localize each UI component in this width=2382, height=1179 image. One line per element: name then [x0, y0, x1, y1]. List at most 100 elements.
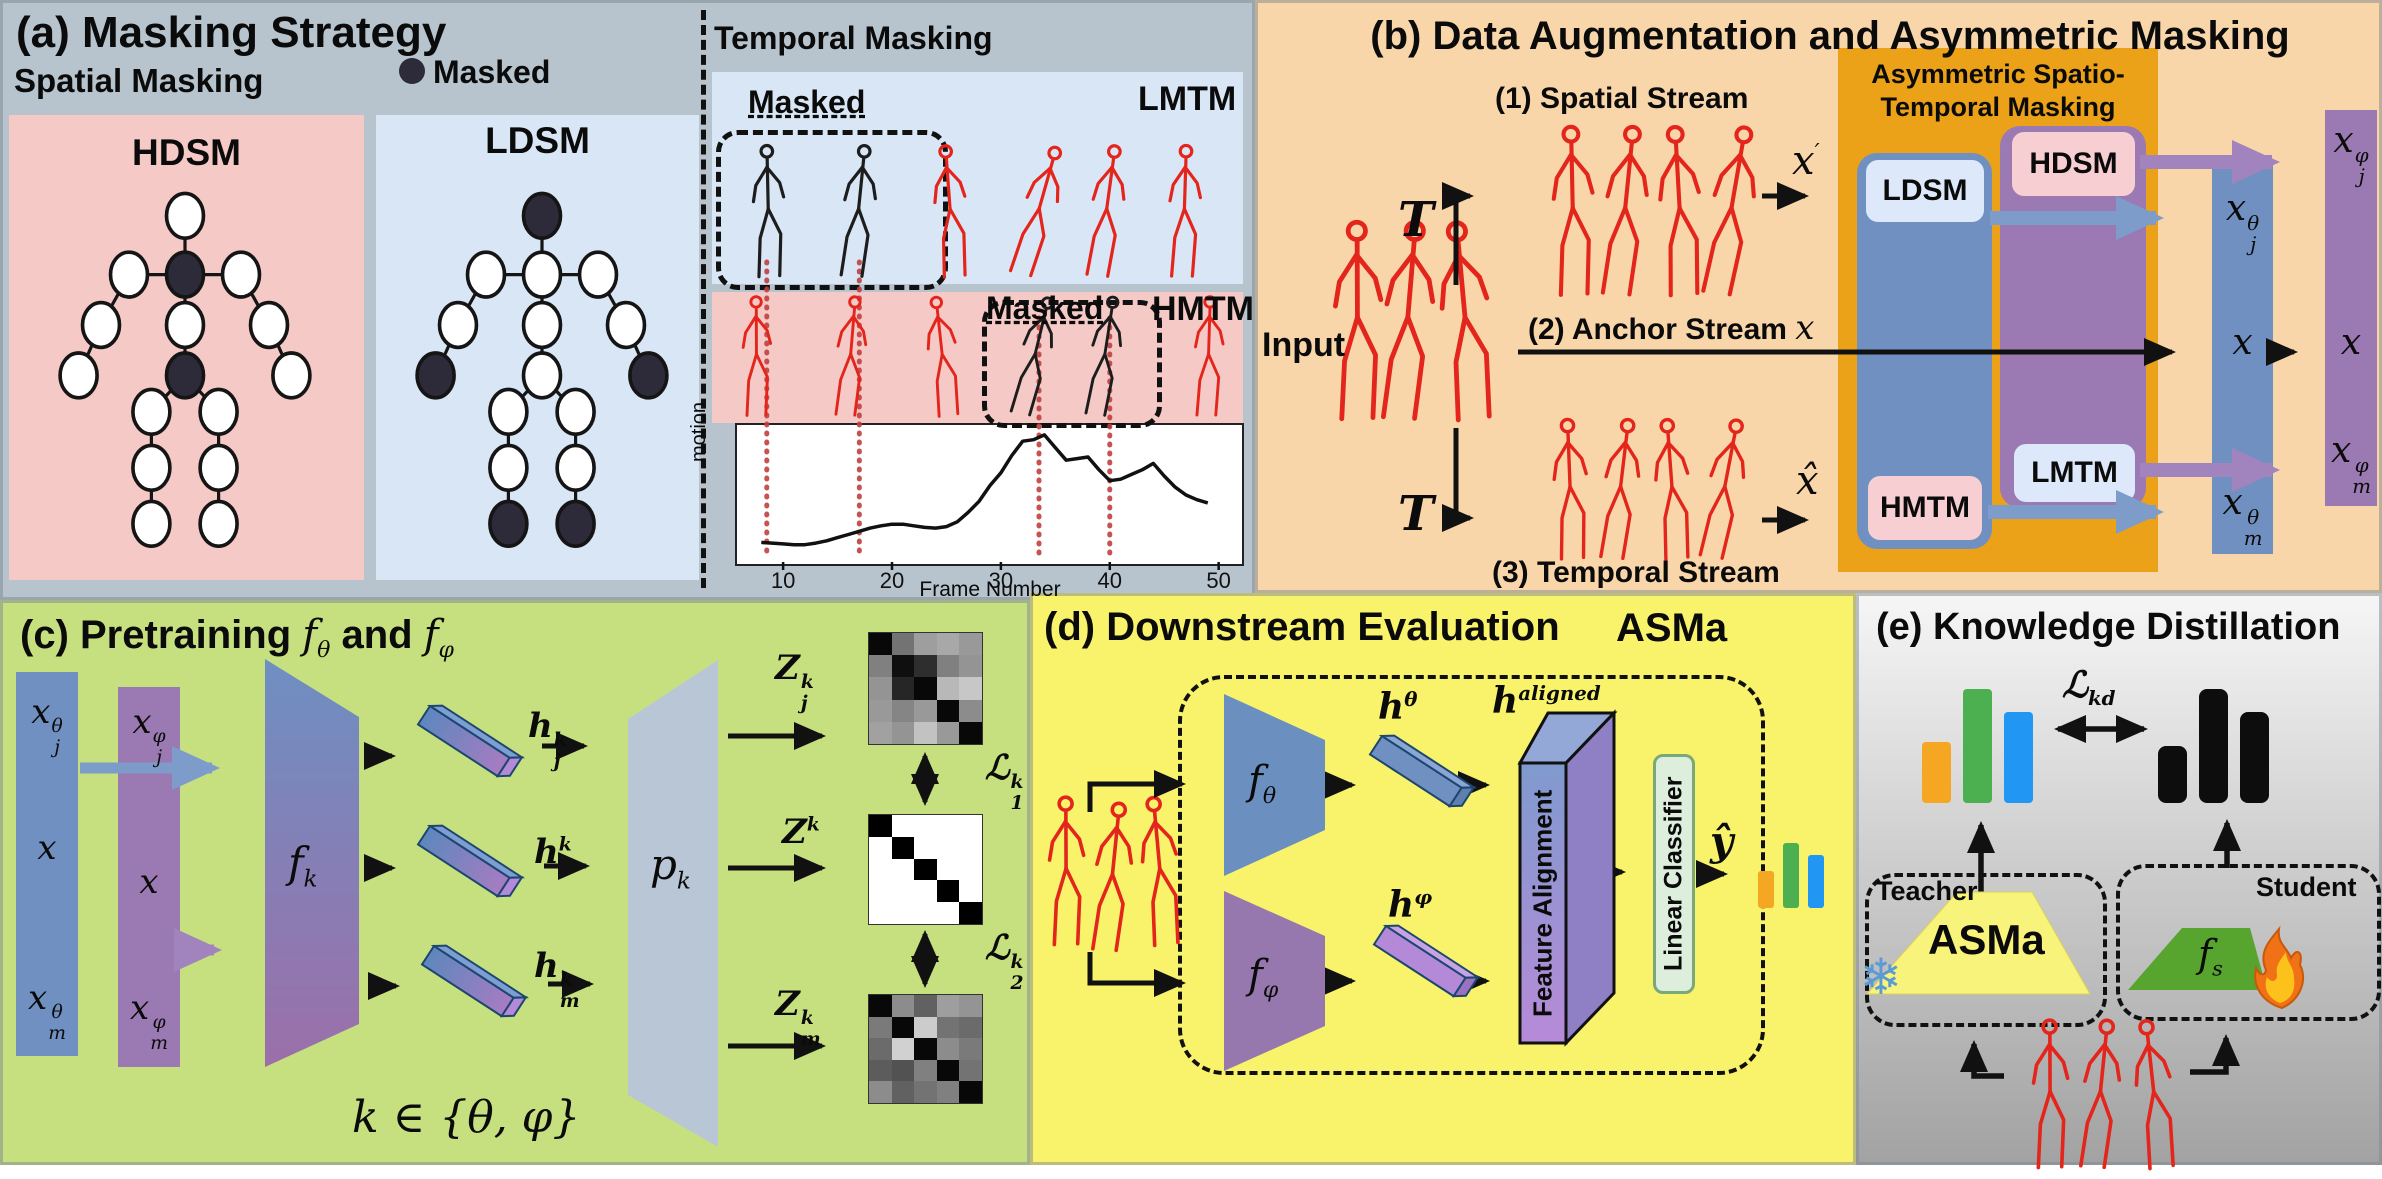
lmtm-strip: [712, 72, 1243, 284]
matrix-cell: [891, 633, 915, 656]
motion-plot-area: [735, 423, 1244, 566]
logit-bar: [2004, 712, 2033, 803]
matrix-cell: [869, 1081, 892, 1103]
matrix-cell: [914, 902, 937, 924]
matrix-cell: [891, 858, 915, 881]
matrix-cell: [869, 721, 892, 744]
panel-e-title: (e) Knowledge Distillation: [1876, 606, 2341, 648]
matrix-cell: [959, 655, 982, 678]
fk-label: fk: [288, 838, 318, 893]
panel-b-title: (b) Data Augmentation and Asymmetric Mas…: [1370, 14, 2290, 58]
matrix-cell: [936, 1016, 960, 1039]
motion-plot-ylabel: motion: [688, 401, 710, 462]
asma-teacher-label: ASMa: [1928, 916, 2045, 963]
matrix-cell: [959, 880, 982, 903]
panel-masking-strategy: (a) Masking Strategy Spatial Masking Mas…: [0, 0, 1255, 600]
matrix-cell: [914, 721, 937, 744]
fs-label: fs: [2198, 932, 2223, 981]
matrix-cell: [936, 1038, 960, 1060]
matrix-cell: [936, 995, 960, 1017]
input-label: Input: [1262, 326, 1346, 364]
stream3-label: (3) Temporal Stream: [1492, 556, 1780, 589]
matrix-cell: [869, 1059, 892, 1082]
matrix-cell: [891, 1038, 915, 1060]
logit-bar: [1808, 855, 1824, 908]
teacher-logit-bars: [1922, 685, 2033, 803]
student-logit-bars: [2158, 685, 2269, 803]
hdsm-label: HDSM: [132, 132, 241, 173]
x-label-c-blue: x: [37, 828, 57, 868]
bottom-margin: [0, 1165, 2382, 1179]
matrix-cell: [936, 699, 960, 722]
lmtm-label: LMTM: [1138, 80, 1237, 118]
panel-c-title-fphi: fφ: [423, 612, 454, 663]
k-in-set-label: k ∈ {θ, φ}: [352, 1092, 581, 1143]
student-box: [2116, 864, 2381, 1021]
pk-label: pk: [650, 840, 691, 895]
logit-bar: [1963, 689, 1992, 803]
x-anchor-label-blue: x: [2232, 322, 2253, 363]
panel-a-title: (a) Masking Strategy: [16, 8, 447, 57]
matrix-cell: [869, 858, 892, 881]
prediction-bars-d: [1758, 840, 1824, 908]
matrix-cell: [891, 815, 915, 837]
identity-matrix-z: [868, 814, 983, 925]
logit-bar: [1922, 742, 1951, 803]
stream1-label: (1) Spatial Stream: [1495, 82, 1749, 115]
matrix-cell: [936, 721, 960, 744]
matrix-cell: [959, 1016, 982, 1039]
matrix-cell: [914, 677, 937, 700]
section-divider: [701, 10, 706, 588]
matrix-cell: [869, 995, 892, 1017]
matrix-cell: [936, 1059, 960, 1082]
h-aligned-label: haligned: [1492, 680, 1601, 722]
ldsm-box: [376, 115, 699, 580]
matrix-cell: [914, 633, 937, 656]
matrix-cell: [959, 902, 982, 924]
x-hat-label: x̂: [1796, 458, 1819, 504]
matrix-cell: [869, 836, 892, 859]
matrix-cell: [869, 655, 892, 678]
hmtm-chip: HMTM: [1868, 476, 1982, 540]
matrix-cell: [959, 633, 982, 656]
hmtm-masked-label: Masked: [986, 290, 1104, 326]
matrix-cell: [891, 1081, 915, 1103]
transform-symbol-top: T: [1398, 192, 1434, 248]
temporal-masking-label: Temporal Masking: [714, 20, 993, 56]
matrix-cell: [891, 677, 915, 700]
matrix-cell: [959, 1038, 982, 1060]
matrix-cell: [959, 1059, 982, 1082]
stream2-text: (2) Anchor Stream: [1528, 313, 1787, 346]
hdsm-box: [9, 115, 364, 580]
teacher-label: Teacher: [1876, 876, 1978, 906]
panel-c-title-text: (c) Pretraining: [20, 613, 292, 657]
panel-d-title: (d) Downstream Evaluation: [1044, 605, 1560, 649]
motion-plot-xlabel: Frame Number: [919, 578, 1061, 601]
spatial-masking-label: Spatial Masking: [14, 62, 264, 99]
matrix-cell: [936, 633, 960, 656]
feature-alignment-text: Feature Alignment: [1527, 789, 1558, 1017]
matrix-cell: [914, 1059, 937, 1082]
logit-bar: [2199, 689, 2228, 803]
y-hat-label: ŷ: [1710, 818, 1734, 865]
matrix-cell: [936, 836, 960, 859]
x-anchor-label-purple: x: [2340, 322, 2362, 363]
asymmetric-masking-title-line2: Temporal Masking: [1880, 92, 2116, 122]
fphi-label-d: fφ: [1248, 952, 1279, 1003]
x-label-c-purple: x: [139, 862, 159, 902]
matrix-cell: [869, 699, 892, 722]
panel-c-title-and: and: [341, 613, 413, 657]
matrix-cell: [914, 815, 937, 837]
stream2-label: (2) Anchor Stream x: [1528, 308, 1814, 348]
matrix-cell: [869, 677, 892, 700]
lmtm-chip: LMTM: [2014, 444, 2135, 502]
matrix-cell: [914, 836, 937, 859]
phi-view-bar: [2325, 110, 2377, 506]
matrix-cell: [914, 1081, 937, 1103]
similarity-matrix-zm: [868, 994, 983, 1104]
matrix-cell: [914, 995, 937, 1017]
